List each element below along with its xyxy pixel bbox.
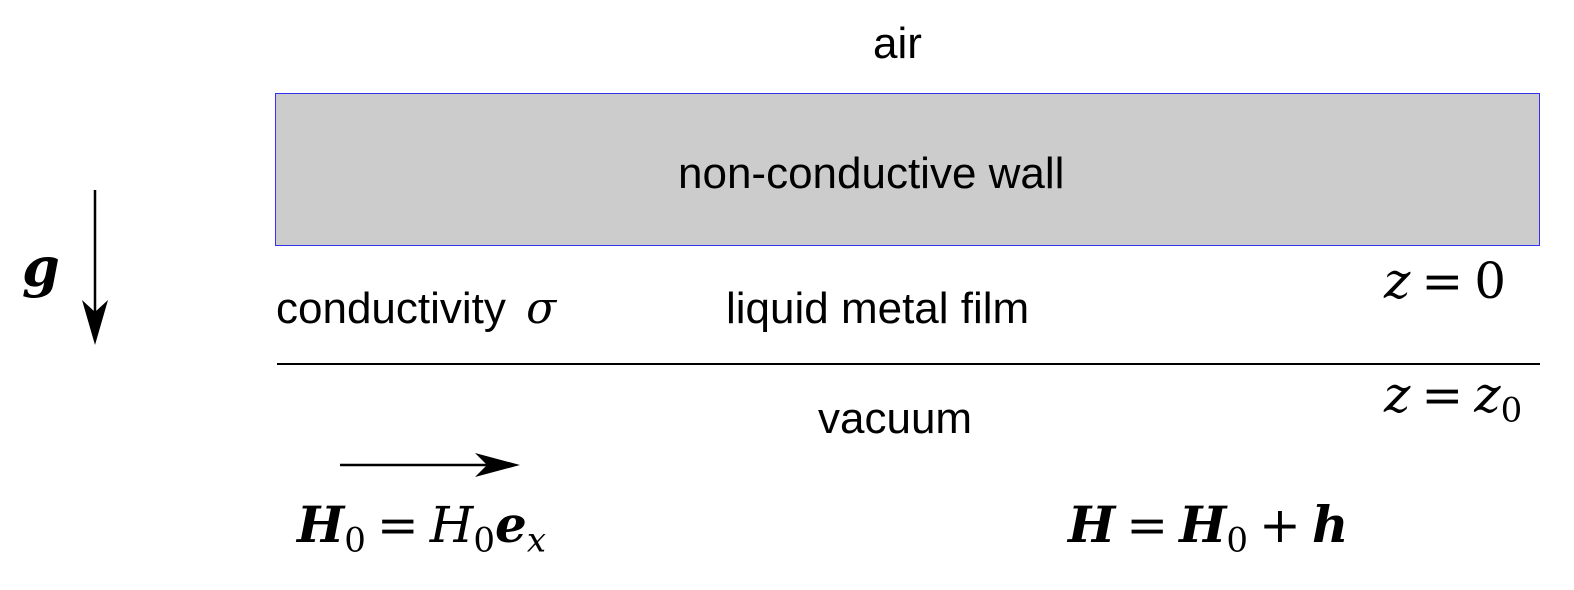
x-subscript: x — [526, 520, 547, 561]
equals-sign: = — [376, 496, 419, 554]
z-var: z — [1384, 252, 1411, 310]
e-unit-vector: e — [495, 495, 527, 554]
zero-subscript: 0 — [1226, 520, 1249, 561]
H-vector: H — [1068, 495, 1116, 554]
equals-sign: = — [1421, 252, 1464, 310]
total-field-equation: H=H0+h — [1068, 500, 1348, 558]
zero-subscript: 0 — [1500, 390, 1523, 431]
zero-subscript: 0 — [344, 520, 366, 561]
vacuum-label: vacuum — [818, 394, 973, 443]
z-var: z — [1474, 366, 1501, 424]
plus-sign: + — [1259, 496, 1301, 554]
surface-z0-equation: z=0 — [1384, 256, 1506, 306]
H-scalar: H — [429, 496, 474, 554]
equals-sign: = — [1421, 366, 1464, 424]
H-vector: H — [1179, 495, 1227, 554]
conductivity-label: conductivity σ — [276, 287, 556, 331]
zero-subscript: 0 — [473, 520, 496, 561]
film-label: liquid metal film — [726, 284, 1030, 333]
H-vector: H — [297, 495, 345, 554]
gravity-arrow — [82, 190, 108, 345]
air-label: air — [873, 19, 922, 68]
zero-value: 0 — [1474, 252, 1507, 310]
field-arrow — [340, 453, 520, 477]
equals-sign: = — [1126, 496, 1169, 554]
z-var: z — [1384, 366, 1411, 424]
non-conductive-wall — [275, 93, 1540, 246]
sigma-symbol: σ — [526, 283, 557, 334]
h-perturbation: h — [1311, 495, 1349, 554]
gravity-symbol: g — [22, 235, 60, 299]
applied-field-equation: H0=H0ex — [297, 500, 546, 558]
conductivity-text: conductivity — [276, 284, 506, 333]
wall-label: non-conductive wall — [678, 149, 1065, 198]
surface-zz0-equation: z=z0 — [1384, 370, 1522, 428]
